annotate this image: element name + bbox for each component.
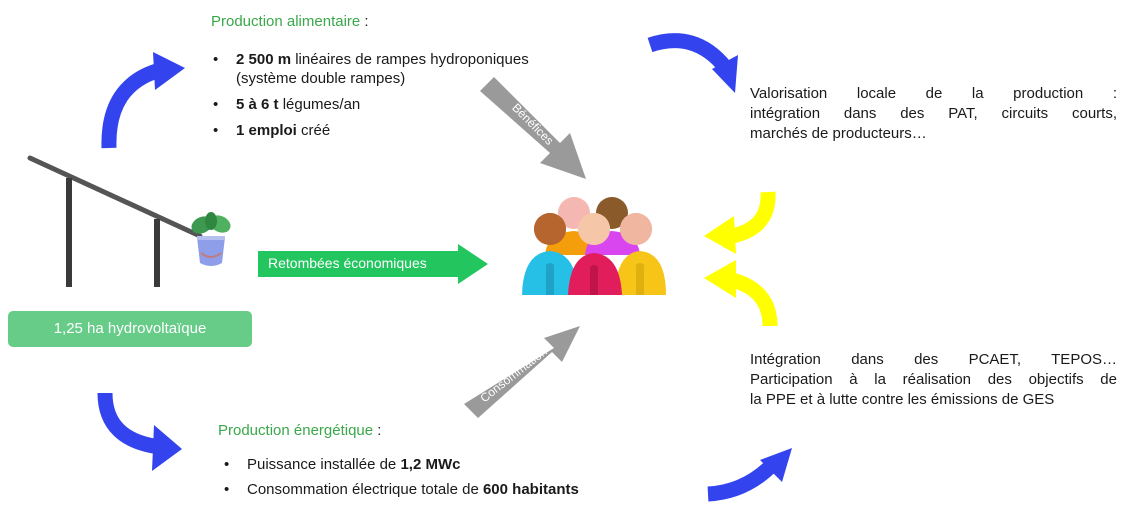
list-item: Puissance installée de 1,2 MWc [222, 455, 682, 474]
energy-production-title: Production énergétique : [218, 422, 381, 439]
hydrovoltaic-area-badge: 1,25 ha hydrovoltaïque [8, 311, 252, 347]
list-item: 2 500 m linéaires de rampes hydroponique… [211, 50, 611, 88]
food-item-1-line2: (système double rampes) [236, 70, 406, 87]
yellow-arrow-bottom [704, 260, 778, 327]
valorisation-line-1: Valorisation locale de la production : [750, 85, 1117, 102]
plant-pot-icon [191, 212, 231, 266]
energy-item-1-bold: 1,2 MWc [400, 456, 461, 473]
blue-arrow-top-right [647, 33, 738, 93]
energy-production-list: Puissance installée de 1,2 MWc Consommat… [222, 455, 682, 506]
energy-title-text: Production énergétique [218, 422, 374, 439]
economic-arrow [258, 244, 488, 284]
food-item-3-text: créé [296, 122, 331, 139]
list-item: Consommation électrique totale de 600 ha… [222, 480, 682, 499]
blue-arrow-bottom-left [97, 392, 182, 471]
valorisation-line-2: intégration dans des PAT, circuits court… [750, 105, 1117, 122]
food-item-1-bold: 2 500 m [236, 51, 292, 68]
integration-line-2: Participation à la réalisation des objec… [750, 371, 1117, 388]
food-item-3-bold: 1 emploi [236, 122, 297, 139]
energy-item-2-text: Consommation électrique totale de [247, 481, 483, 498]
badge-label: 1,25 ha hydrovoltaïque [53, 320, 207, 337]
people-group-icon [522, 197, 666, 295]
food-production-title: Production alimentaire : [211, 13, 369, 30]
people-group-detail [546, 263, 644, 295]
energy-title-colon: : [373, 422, 382, 439]
food-item-2-bold: 5 à 6 t [236, 96, 279, 113]
consumption-arrow: Consommation [464, 326, 580, 418]
energy-item-1-text: Puissance installée de [247, 456, 401, 473]
food-item-1-text: linéaires de rampes hydroponiques [291, 51, 529, 68]
food-title-text: Production alimentaire [211, 13, 361, 30]
list-item: 1 emploi créé [211, 121, 611, 140]
food-production-list: 2 500 m linéaires de rampes hydroponique… [211, 50, 611, 147]
yellow-arrow-top [704, 191, 776, 254]
energy-item-2-bold: 600 habitants [482, 481, 579, 498]
blue-arrow-top-left [101, 52, 185, 149]
integration-line-3: la PPE et à lutte contre les émissions d… [750, 391, 1055, 408]
valorisation-line-3: marchés de producteurs… [750, 125, 927, 142]
economic-arrow-label: Retombées économiques [268, 255, 427, 271]
food-title-colon: : [360, 13, 369, 30]
integration-line-1: Intégration dans des PCAET, TEPOS… [750, 351, 1117, 368]
consumption-label: Consommation [477, 344, 549, 405]
valorisation-text: Valorisation locale de la production : i… [750, 84, 1117, 144]
list-item: 5 à 6 t légumes/an [211, 95, 611, 114]
blue-arrow-bottom-right [707, 448, 792, 502]
integration-text: Intégration dans des PCAET, TEPOS… Parti… [750, 350, 1117, 410]
food-item-2-text: légumes/an [278, 96, 361, 113]
